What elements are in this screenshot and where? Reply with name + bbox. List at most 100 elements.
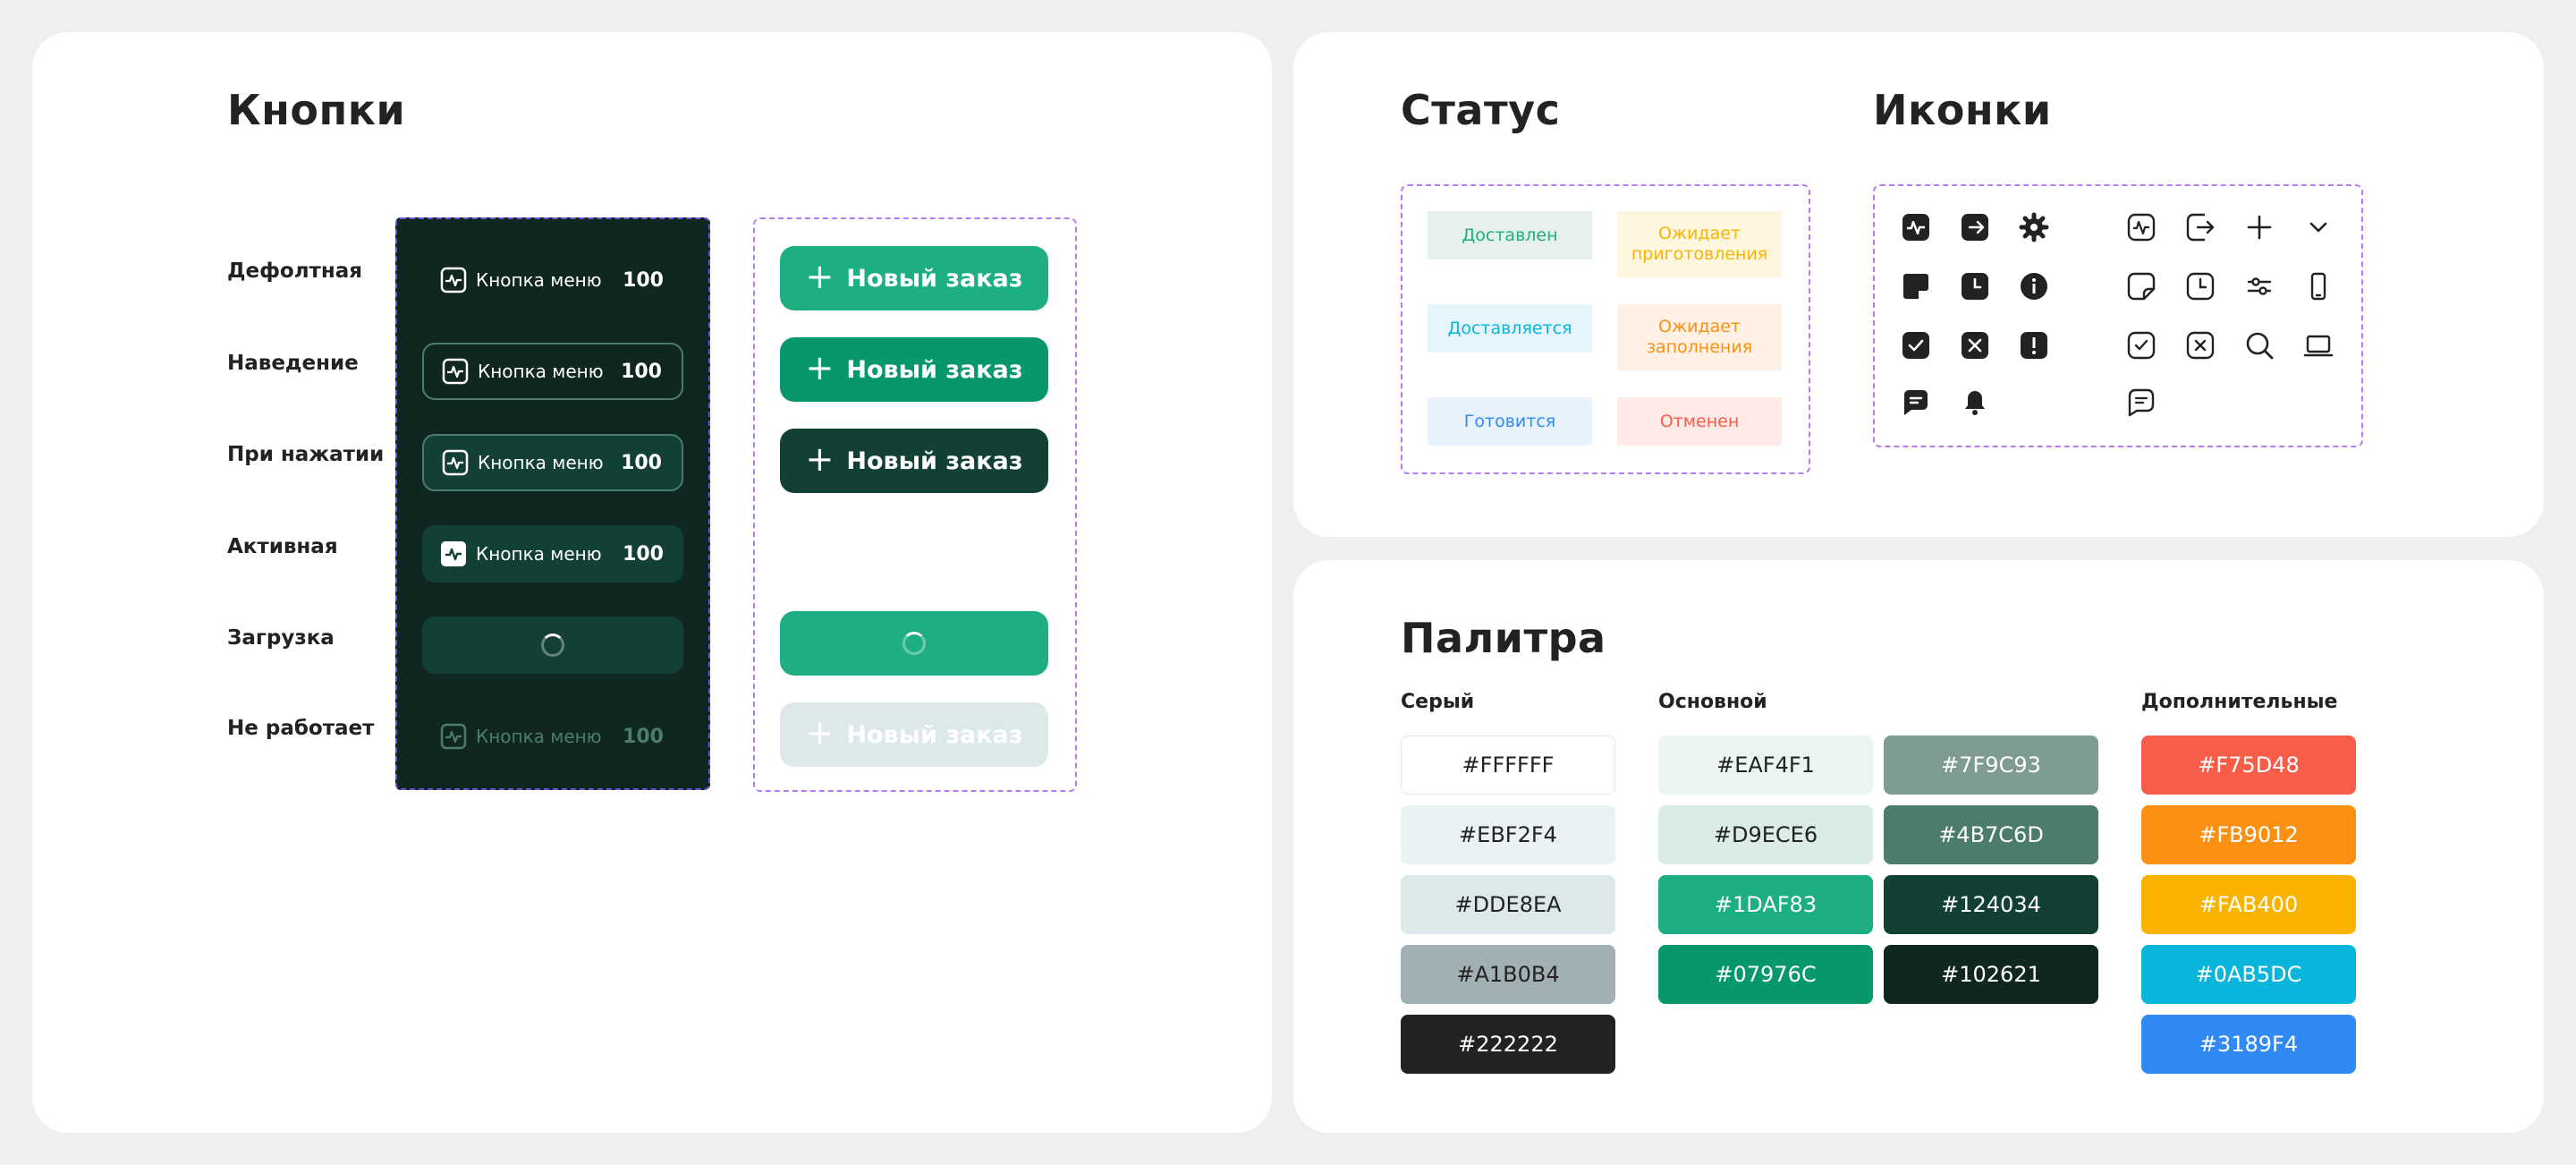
swatch-f75d48: #F75D48	[2141, 736, 2356, 795]
order-button-label: Новый заказ	[846, 720, 1023, 749]
menu-button-pressed[interactable]: Кнопка меню 100	[422, 434, 683, 491]
menu-button-count: 100	[623, 268, 664, 292]
palette-group-extra-title: Дополнительные	[2141, 691, 2338, 713]
status-badge-delivered: Доставлен	[1428, 211, 1592, 259]
menu-button-count: 100	[621, 451, 662, 474]
check-icon	[1900, 329, 1932, 361]
chat-icon	[2125, 387, 2157, 419]
menu-button-count: 100	[623, 725, 664, 748]
logout-icon	[1959, 211, 1991, 243]
bell-icon	[1959, 387, 1991, 419]
status-badge-awaiting-cooking: Ожидает приготовления	[1617, 211, 1782, 277]
menu-button-count: 100	[623, 542, 664, 565]
close-icon	[1959, 329, 1991, 361]
order-button-pressed[interactable]: + Новый заказ	[780, 429, 1048, 493]
menu-button-label: Кнопка меню	[476, 726, 602, 747]
swatch-eaf4f1: #EAF4F1	[1658, 736, 1873, 795]
row-label-default: Дефолтная	[227, 259, 363, 283]
row-label-hover: Наведение	[227, 352, 359, 375]
menu-button-count: 100	[621, 360, 662, 383]
menu-button-disabled[interactable]: Кнопка меню 100	[422, 708, 683, 765]
sliders-icon	[2243, 270, 2275, 302]
palette-title: Палитра	[1401, 614, 1606, 662]
close-icon	[2184, 329, 2216, 361]
pulse-icon	[440, 723, 467, 750]
swatch-4b7c6d: #4B7C6D	[1884, 805, 2098, 864]
clock-icon	[1959, 270, 1991, 302]
order-button-label: Новый заказ	[846, 446, 1023, 475]
status-badge-delivering: Доставляется	[1428, 304, 1592, 353]
row-label-active: Активная	[227, 535, 338, 558]
buttons-title: Кнопки	[227, 86, 406, 134]
pulse-icon	[440, 540, 467, 567]
menu-button-label: Кнопка меню	[478, 361, 604, 382]
palette-card: Палитра Серый Основной Дополнительные #F…	[1293, 560, 2544, 1133]
icons-title: Иконки	[1873, 86, 2052, 134]
plus-icon	[2243, 211, 2275, 243]
swatch-102621: #102621	[1884, 945, 2098, 1004]
logout-icon	[2184, 211, 2216, 243]
plus-icon: +	[805, 713, 835, 753]
chevron-down-icon	[2302, 211, 2334, 243]
swatch-ffffff: #FFFFFF	[1401, 736, 1615, 795]
swatch-fb9012: #FB9012	[2141, 805, 2356, 864]
status-badge-cooking: Готовится	[1428, 397, 1592, 446]
swatch-7f9c93: #7F9C93	[1884, 736, 2098, 795]
pulse-icon	[2125, 211, 2157, 243]
check-icon	[2125, 329, 2157, 361]
swatch-3189f4: #3189F4	[2141, 1015, 2356, 1074]
swatch-222222: #222222	[1401, 1015, 1615, 1074]
sticker-icon	[1900, 270, 1932, 302]
status-badge-awaiting-filling: Ожидает заполнения	[1617, 304, 1782, 370]
alert-icon	[2018, 329, 2050, 361]
palette-group-gray-title: Серый	[1401, 691, 1475, 713]
palette-group-main-title: Основной	[1658, 691, 1767, 713]
menu-button-active[interactable]: Кнопка меню 100	[422, 525, 683, 582]
buttons-card: Кнопки Дефолтная Наведение При нажатии А…	[32, 32, 1272, 1133]
status-panel: Доставлен Ожидает приготовления Доставля…	[1401, 184, 1810, 474]
status-icons-card: Статус Иконки Доставлен Ожидает приготов…	[1293, 32, 2544, 537]
swatch-07976c: #07976C	[1658, 945, 1873, 1004]
row-label-disabled: Не работает	[227, 717, 375, 740]
menu-button-label: Кнопка меню	[478, 452, 604, 473]
search-icon	[2243, 329, 2275, 361]
swatch-fab400: #FAB400	[2141, 875, 2356, 934]
plus-icon: +	[805, 439, 835, 479]
order-button-loading[interactable]	[780, 611, 1048, 676]
spinner-icon	[902, 632, 926, 655]
plus-icon: +	[805, 257, 835, 296]
swatch-d9ece6: #D9ECE6	[1658, 805, 1873, 864]
phone-icon	[2302, 270, 2334, 302]
laptop-icon	[2302, 329, 2334, 361]
swatch-ebf2f4: #EBF2F4	[1401, 805, 1615, 864]
sticker-icon	[2125, 270, 2157, 302]
status-badge-cancelled: Отменен	[1617, 397, 1782, 446]
swatch-0ab5dc: #0AB5DC	[2141, 945, 2356, 1004]
pulse-icon	[442, 358, 469, 385]
gear-icon	[2018, 211, 2050, 243]
menu-buttons-panel: Кнопка меню 100 Кнопка меню 100 Кнопка м…	[395, 217, 710, 790]
status-title: Статус	[1401, 86, 1561, 134]
info-icon	[2018, 270, 2050, 302]
order-button-label: Новый заказ	[846, 355, 1023, 384]
pulse-icon	[1900, 211, 1932, 243]
order-buttons-panel: + Новый заказ + Новый заказ + Новый заказ +…	[753, 217, 1077, 792]
menu-button-hover[interactable]: Кнопка меню 100	[422, 343, 683, 400]
menu-button-label: Кнопка меню	[476, 269, 602, 291]
row-label-loading: Загрузка	[227, 626, 335, 650]
clock-icon	[2184, 270, 2216, 302]
spinner-icon	[541, 634, 564, 657]
swatch-1daf83: #1DAF83	[1658, 875, 1873, 934]
row-label-pressed: При нажатии	[227, 443, 385, 466]
swatch-124034: #124034	[1884, 875, 2098, 934]
pulse-icon	[442, 449, 469, 476]
swatch-a1b0b4: #A1B0B4	[1401, 945, 1615, 1004]
plus-icon: +	[805, 348, 835, 387]
order-button-default[interactable]: +Новый заказ	[780, 246, 1048, 310]
menu-button-label: Кнопка меню	[476, 543, 602, 565]
pulse-icon	[440, 267, 467, 293]
order-button-hover[interactable]: + Новый заказ	[780, 337, 1048, 402]
menu-button-loading[interactable]	[422, 617, 683, 674]
order-button-disabled[interactable]: + Новый заказ	[780, 702, 1048, 767]
menu-button-default[interactable]: Кнопка меню 100	[422, 251, 683, 309]
